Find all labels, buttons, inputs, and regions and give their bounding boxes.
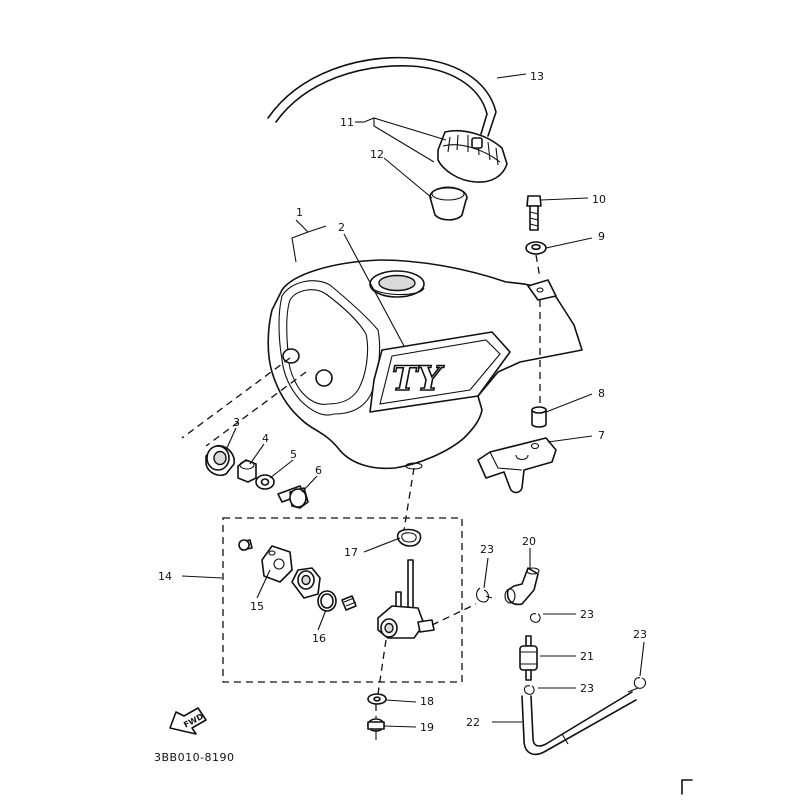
damper-3 xyxy=(205,444,236,477)
screw-small xyxy=(238,539,253,551)
screw-19 xyxy=(367,718,385,740)
callout-22: 22 xyxy=(466,716,480,729)
drawing-code: 3BB010-8190 xyxy=(154,751,235,764)
callout-4: 4 xyxy=(262,432,269,445)
clip-23b xyxy=(529,613,541,623)
gasket-17 xyxy=(396,528,422,547)
callout-10: 10 xyxy=(592,193,606,206)
bracket-7 xyxy=(477,437,557,494)
washer-5 xyxy=(255,474,275,490)
fuel-filter-21 xyxy=(519,635,538,681)
callout-23-top: 23 xyxy=(480,543,494,556)
clip-23a xyxy=(475,587,493,603)
callout-labels: 13 11 12 10 9 1 2 8 7 3 4 5 6 14 15 16 1… xyxy=(158,70,647,734)
hose-22 xyxy=(521,691,637,756)
callout-9: 9 xyxy=(598,230,605,243)
assembly-lines xyxy=(181,254,541,718)
callout-8: 8 xyxy=(598,387,605,400)
bolt-10 xyxy=(526,195,542,231)
washer-18 xyxy=(367,693,387,705)
leader-lines xyxy=(181,73,645,728)
hose-20 xyxy=(504,567,540,606)
callout-2: 2 xyxy=(338,221,345,234)
breather-hose xyxy=(267,56,497,137)
o-ring-16 xyxy=(317,590,337,612)
fwd-arrow-icon: FWD xyxy=(169,707,207,735)
callout-18: 18 xyxy=(420,695,434,708)
callout-23-right: 23 xyxy=(633,628,647,641)
callout-1: 1 xyxy=(296,206,303,219)
collar-4 xyxy=(237,459,257,483)
clip-23c xyxy=(523,685,535,695)
callout-23-lower: 23 xyxy=(580,682,594,695)
fuel-cap xyxy=(437,130,508,183)
callout-5: 5 xyxy=(290,448,297,461)
callout-15: 15 xyxy=(250,600,264,613)
tank-lettering: TY xyxy=(392,359,444,399)
screw-lever xyxy=(341,595,357,611)
bolt-6 xyxy=(277,485,309,509)
callout-7: 7 xyxy=(598,429,605,442)
callout-6: 6 xyxy=(315,464,322,477)
callout-11: 11 xyxy=(340,116,354,129)
washer-9 xyxy=(525,241,547,255)
callout-3: 3 xyxy=(233,416,240,429)
callout-16: 16 xyxy=(312,632,326,645)
callout-13: 13 xyxy=(530,70,544,83)
corner-mark xyxy=(681,779,693,795)
callout-23-upper: 23 xyxy=(580,608,594,621)
collar-8 xyxy=(531,406,547,428)
callout-21: 21 xyxy=(580,650,594,663)
fuel-cock xyxy=(377,559,435,639)
callout-19: 19 xyxy=(420,721,434,734)
cap-gasket xyxy=(429,186,468,221)
lever xyxy=(291,567,321,599)
fuel-cock-assembly-box xyxy=(222,517,463,683)
tank-emblem: TY xyxy=(369,331,511,413)
clip-23d xyxy=(627,677,647,693)
callout-12: 12 xyxy=(370,148,384,161)
callout-17: 17 xyxy=(344,546,358,559)
plate-15 xyxy=(261,545,293,583)
callout-14: 14 xyxy=(158,570,172,583)
callout-20: 20 xyxy=(522,535,536,548)
